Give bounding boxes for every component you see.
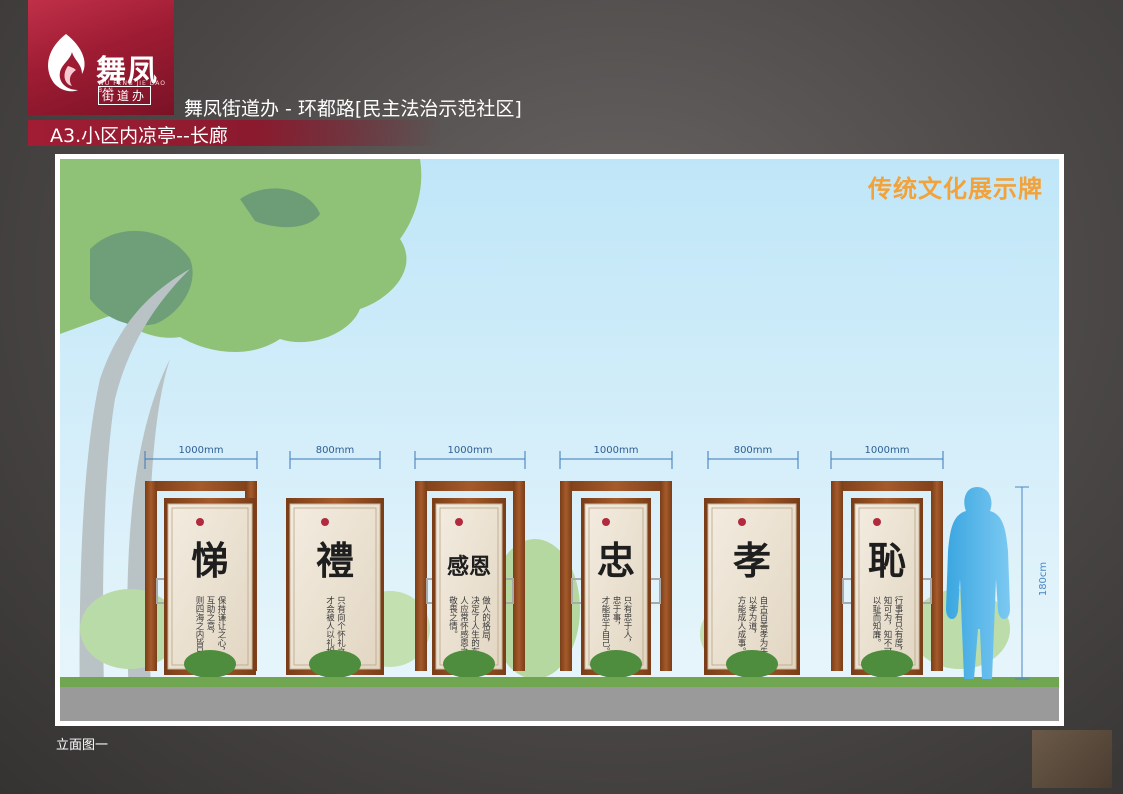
section-title: A3.小区内凉亭--长廊	[50, 125, 228, 147]
panel-text-line: 只有忠于人，	[622, 596, 632, 647]
panel-text-line: 则四海之内皆兄弟。	[194, 595, 204, 672]
panel-paper	[707, 503, 797, 670]
frame-beam	[415, 481, 525, 491]
shrub	[184, 650, 236, 678]
human-scale-figure	[946, 487, 1010, 679]
panel-logo-icon	[602, 518, 610, 526]
panel-logo-icon	[321, 518, 329, 526]
ground-base	[60, 687, 1059, 721]
dimension-6: 1000mm	[830, 445, 944, 469]
panel-text-line: 以耻而知廉。	[871, 596, 881, 647]
panel-text-line: 以孝为道，	[747, 596, 757, 639]
dimension-lines: 1000mm 800mm 1000mm 1000mm 800mm 1000mm	[144, 445, 944, 469]
panel-text-line: 只有向个怀礼之人，	[336, 596, 346, 673]
panel-character: 禮	[316, 538, 354, 583]
frame-beam	[560, 481, 672, 491]
human-height-label: 180cm	[1038, 562, 1049, 596]
dimension-label: 1000mm	[179, 445, 224, 456]
frame-post-left	[415, 481, 427, 671]
frame-post-left	[145, 481, 157, 671]
panel-text-line: 才能忠于自己。	[600, 595, 610, 655]
panel-text-line: 敬畏之情。	[448, 595, 458, 638]
phoenix-flame-icon	[48, 34, 85, 92]
dimension-3: 1000mm	[414, 445, 526, 469]
frame-post-right	[931, 481, 943, 671]
tree	[60, 159, 422, 721]
panel-text-line: 人应常怀感恩之心，	[459, 596, 469, 673]
panel-text-line: 互助之意，	[205, 596, 215, 639]
dimension-1: 1000mm	[144, 445, 258, 469]
frame-post-right	[660, 481, 672, 671]
display-panels: 悌保持谦让之心，互助之意，则四海之内皆兄弟。禮只有向个怀礼之人，才会被人以礼相待…	[145, 481, 943, 678]
panel-text-line: 做人的格局，	[481, 595, 491, 647]
panel-logo-icon	[738, 518, 746, 526]
brand-logo: 舞凤 WU FENG JIE DAO BAN 街道办	[28, 0, 174, 115]
panel-character: 悌	[191, 538, 229, 583]
drawing-caption: 立面图一	[56, 738, 109, 753]
frame-post-left	[560, 481, 572, 671]
board-label: 传统文化展示牌	[868, 175, 1043, 203]
panel-text-line: 行事有只有度，	[893, 595, 903, 655]
dimension-5: 800mm	[707, 445, 799, 469]
panel-character: 孝	[733, 538, 771, 583]
panel-paper	[854, 503, 920, 670]
panel-paper	[167, 503, 253, 670]
panel-character: 感恩	[447, 554, 491, 580]
dimension-label: 800mm	[734, 445, 773, 456]
frame-post-left	[831, 481, 843, 671]
panel-text-line: 决定了人生的布局。	[470, 595, 480, 672]
dimension-4: 1000mm	[559, 445, 673, 469]
logo-subtitle: 街道办	[98, 86, 152, 105]
panel-text-line: 知可为，知不可为，	[882, 595, 892, 672]
panel-text-line: 保持谦让之心，	[216, 595, 226, 655]
shrub	[443, 650, 495, 678]
shrub	[861, 650, 913, 678]
panel-paper	[584, 503, 648, 670]
dimension-label: 1000mm	[594, 445, 639, 456]
frame-post-right	[513, 481, 525, 671]
elevation-drawing: 1000mm 800mm 1000mm 1000mm 800mm 1000mm 悌保持谦让…	[60, 159, 1059, 721]
panel-paper	[289, 503, 381, 670]
panel-text-line: 忠于事，	[611, 596, 621, 630]
panel-logo-icon	[455, 518, 463, 526]
dimension-label: 800mm	[316, 445, 355, 456]
height-dimension: 180cm	[1015, 486, 1049, 680]
shrub	[726, 650, 778, 678]
panel-text-line: 自古百善孝为先，	[758, 595, 768, 664]
panel-paper	[435, 503, 503, 670]
section-bar: A3.小区内凉亭--长廊	[28, 120, 441, 147]
logo-pinyin: WU FENG JIE DAO BAN	[98, 80, 166, 94]
dimension-2: 800mm	[289, 445, 381, 469]
panel-character: 忠	[597, 538, 635, 583]
elevation-scene: 1000mm 800mm 1000mm 1000mm 800mm 1000mm 悌保持谦让…	[60, 159, 1059, 721]
panel-text-line: 才会被人以礼相待。	[325, 595, 335, 672]
corner-logo	[1032, 730, 1112, 788]
dimension-label: 1000mm	[865, 445, 910, 456]
frame-beam	[831, 481, 943, 491]
frame-beam	[145, 481, 257, 491]
dimension-label: 1000mm	[448, 445, 493, 456]
panel-character: 恥	[868, 538, 906, 583]
shrub	[309, 650, 361, 678]
project-title: 舞凤街道办 - 环都路[民主法治示范社区]	[184, 98, 522, 120]
elevation-frame: 1000mm 800mm 1000mm 1000mm 800mm 1000mm 悌保持谦让…	[55, 154, 1064, 726]
panel-text-line: 方能成人成事。	[736, 595, 746, 655]
panel-logo-icon	[873, 518, 881, 526]
logo-name: 舞凤	[96, 54, 158, 89]
panel-logo-icon	[196, 518, 204, 526]
shrub	[590, 650, 642, 678]
